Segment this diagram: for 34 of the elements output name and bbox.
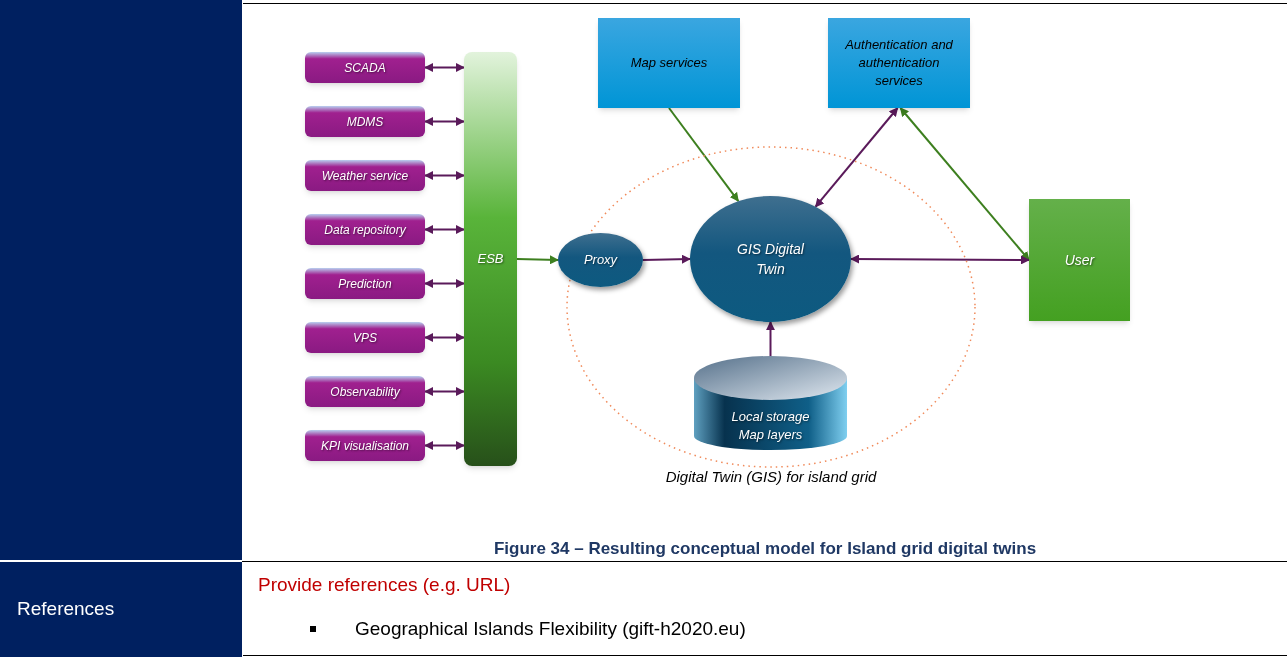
arrow	[424, 225, 465, 234]
boundary-label: Digital Twin (GIS) for island grid	[665, 466, 877, 487]
ellipse-node: Proxy	[558, 233, 643, 287]
bus-bar: ESB	[464, 52, 517, 466]
ellipse-node: GIS Digital Twin	[690, 196, 851, 322]
arrow	[424, 387, 465, 396]
instruction-text: Provide references (e.g. URL)	[258, 573, 511, 597]
arrow	[766, 321, 775, 357]
service-box: Authentication and authentication services	[828, 18, 970, 108]
figure-caption: Figure 34 – Resulting conceptual model for Island grid digital twins	[493, 538, 1037, 560]
system-box: SCADA	[305, 52, 425, 83]
arrow	[424, 171, 465, 180]
arrow	[668, 107, 740, 203]
arrow	[424, 63, 465, 72]
row-header: References	[17, 597, 115, 622]
arrow	[424, 117, 465, 126]
arrow	[850, 254, 1030, 265]
arrow	[424, 333, 465, 342]
system-box: Weather service	[305, 160, 425, 191]
system-box: Data repository	[305, 214, 425, 245]
user-box: User	[1029, 199, 1130, 321]
service-box: Map services	[598, 18, 740, 108]
system-box: KPI visualisation	[305, 430, 425, 461]
arrow	[424, 441, 465, 450]
arrow	[424, 279, 465, 288]
system-box: VPS	[305, 322, 425, 353]
arrow	[814, 107, 899, 208]
reference-text: Geographical Islands Flexibility (gift-h2020.eu)	[355, 617, 746, 641]
system-box: MDMS	[305, 106, 425, 137]
arrow	[642, 254, 691, 264]
arrow	[899, 107, 1030, 261]
system-box: Observability	[305, 376, 425, 407]
system-box: Prediction	[305, 268, 425, 299]
arrow	[516, 255, 559, 265]
